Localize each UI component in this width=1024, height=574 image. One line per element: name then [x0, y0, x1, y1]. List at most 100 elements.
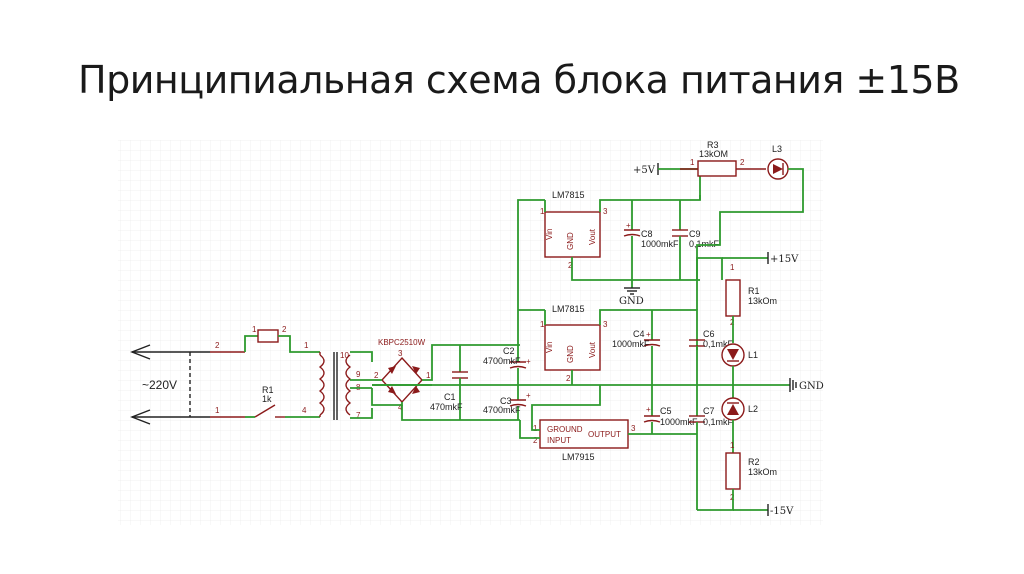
- c2-capacitor: + C2 4700mkF: [483, 345, 531, 385]
- c3-capacitor: + C3 4700mkF: [483, 385, 531, 420]
- transformer-pin-10: 10: [340, 351, 349, 360]
- reg-neg-part: LM7915: [562, 452, 595, 462]
- regulator-negative: GROUND INPUT OUTPUT LM7915 1 2 3: [533, 419, 636, 462]
- r1-switch-pin-a: 4: [302, 406, 307, 415]
- c1-value: 470mkF: [430, 402, 463, 412]
- minus15-net-label: -15V: [770, 506, 794, 517]
- c8-ref: C8: [641, 229, 653, 239]
- r2-value: 13kOm: [748, 467, 777, 477]
- r3-pin-2: 2: [740, 158, 745, 167]
- slide-title: Принципиальная схема блока питания ±15В: [78, 58, 960, 102]
- svg-text:+: +: [526, 357, 531, 366]
- bridge-part: KBPC2510W: [378, 338, 426, 347]
- plus5-net-label: +5V: [633, 165, 656, 176]
- plus5-branch: +5V 1 R3 13kOM 2 L3: [633, 140, 804, 280]
- c4-ref: C4: [633, 329, 645, 339]
- fuse-pin-1: 1: [252, 325, 257, 334]
- r3-ref: R3: [707, 140, 719, 150]
- r1-top-resistor: 1 R1 13kOm 2: [725, 263, 777, 343]
- bridge-pin-2: 2: [374, 371, 379, 380]
- mains-pin-a: 2: [215, 341, 220, 350]
- mains-voltage-label: ~220V: [142, 378, 177, 392]
- c7-capacitor: C7 0,1mkF: [689, 385, 734, 510]
- c1-ref: C1: [444, 392, 456, 402]
- reg5-vin: Vin: [545, 229, 554, 240]
- mains-input: ~220V 2 1: [130, 341, 245, 425]
- gnd-right-symbol: GND: [789, 378, 824, 392]
- c5-capacitor: + C5 1000mkF: [643, 385, 698, 434]
- r2-ref: R2: [748, 457, 760, 467]
- gnd-net-label: GND: [799, 381, 824, 392]
- l1-led: L1: [721, 343, 758, 385]
- c9-value: 0,1mkF: [689, 239, 720, 249]
- c3-ref: C3: [500, 396, 512, 406]
- reg-neg-pin1: 1: [533, 424, 538, 433]
- c6-value: 0,1mkF: [703, 339, 734, 349]
- transformer-pin-7: 7: [356, 411, 361, 420]
- bridge-pin-3: 3: [398, 349, 403, 358]
- c5-value: 1000mkF: [660, 417, 698, 427]
- reg-neg-pin3: 3: [631, 424, 636, 433]
- reg-neg-ground: GROUND: [547, 425, 583, 434]
- reg5-part: LM7815: [552, 190, 585, 200]
- r1-top-value: 13kOm: [748, 296, 777, 306]
- reg15-vin: Vin: [545, 342, 554, 353]
- c9-capacitor: C9 0,1mkF: [672, 200, 720, 280]
- r1-top-ref: R1: [748, 286, 760, 296]
- reg-neg-output: OUTPUT: [588, 430, 621, 439]
- svg-text:+: +: [626, 221, 631, 230]
- l1-ref: L1: [748, 350, 758, 360]
- reg-neg-pin2: 2: [533, 436, 538, 445]
- reg5-pin2: 2: [568, 261, 573, 270]
- schematic-grid: [118, 140, 823, 525]
- c6-capacitor: C6 0,1mkF: [689, 329, 734, 385]
- c8-value: 1000mkF: [641, 239, 679, 249]
- c7-ref: C7: [703, 406, 715, 416]
- r1-switch-ref: R1: [262, 385, 274, 395]
- l2-ref: L2: [748, 404, 758, 414]
- transformer-pin-9: 9: [356, 370, 361, 379]
- mains-pin-b: 1: [215, 406, 220, 415]
- plus15-net-label: +15V: [770, 254, 799, 265]
- fuse: 1 2: [244, 325, 320, 353]
- c2-ref: C2: [503, 346, 515, 356]
- reg-neg-input: INPUT: [547, 436, 571, 445]
- plus15-terminal: +15V: [722, 252, 799, 265]
- reg15-gnd: GND: [566, 345, 575, 363]
- c8-capacitor: + C8 1000mkF: [623, 200, 679, 280]
- reg15-pin3: 3: [603, 320, 608, 329]
- regulator-upper: LM7815 Vin GND Vout 1 2 3: [540, 190, 608, 270]
- minus15-terminal: -15V: [733, 504, 794, 517]
- c9-ref: C9: [689, 229, 701, 239]
- l3-ref: L3: [772, 144, 782, 154]
- reg5-vout: Vout: [588, 228, 597, 245]
- r2-pin-1: 1: [730, 441, 735, 450]
- reg5-gnd: GND: [566, 232, 575, 250]
- svg-text:+: +: [526, 391, 531, 400]
- r1-switch-value: 1k: [262, 394, 272, 404]
- c5-ref: C5: [660, 406, 672, 416]
- c7-value: 0,1mkF: [703, 417, 734, 427]
- c6-ref: C6: [703, 329, 715, 339]
- c2-value: 4700mkF: [483, 356, 521, 366]
- l2-led: L2: [721, 385, 758, 453]
- regulator-lower: LM7815 Vin GND Vout 1 2 3: [540, 304, 608, 383]
- bridge-pin-4: 4: [398, 403, 403, 412]
- svg-text:+: +: [646, 330, 651, 339]
- reg5-pin3: 3: [603, 207, 608, 216]
- c3-value: 4700mkF: [483, 405, 521, 415]
- fuse-pin-2: 2: [282, 325, 287, 334]
- reg15-pin2: 2: [566, 374, 571, 383]
- r1-top-pin-1: 1: [730, 263, 735, 272]
- gnd-top-label: GND: [619, 296, 644, 307]
- reg15-pin1: 1: [540, 320, 545, 329]
- bridge-pin-1: 1: [426, 371, 431, 380]
- gnd-top-symbol: GND: [619, 280, 644, 307]
- r3-pin-1: 1: [690, 158, 695, 167]
- reg5-pin1: 1: [540, 207, 545, 216]
- r3-value: 13kOM: [699, 149, 728, 159]
- svg-text:+: +: [646, 405, 651, 414]
- c4-capacitor: + C4 1000mkF: [612, 310, 661, 385]
- transformer-pin-1: 1: [304, 341, 309, 350]
